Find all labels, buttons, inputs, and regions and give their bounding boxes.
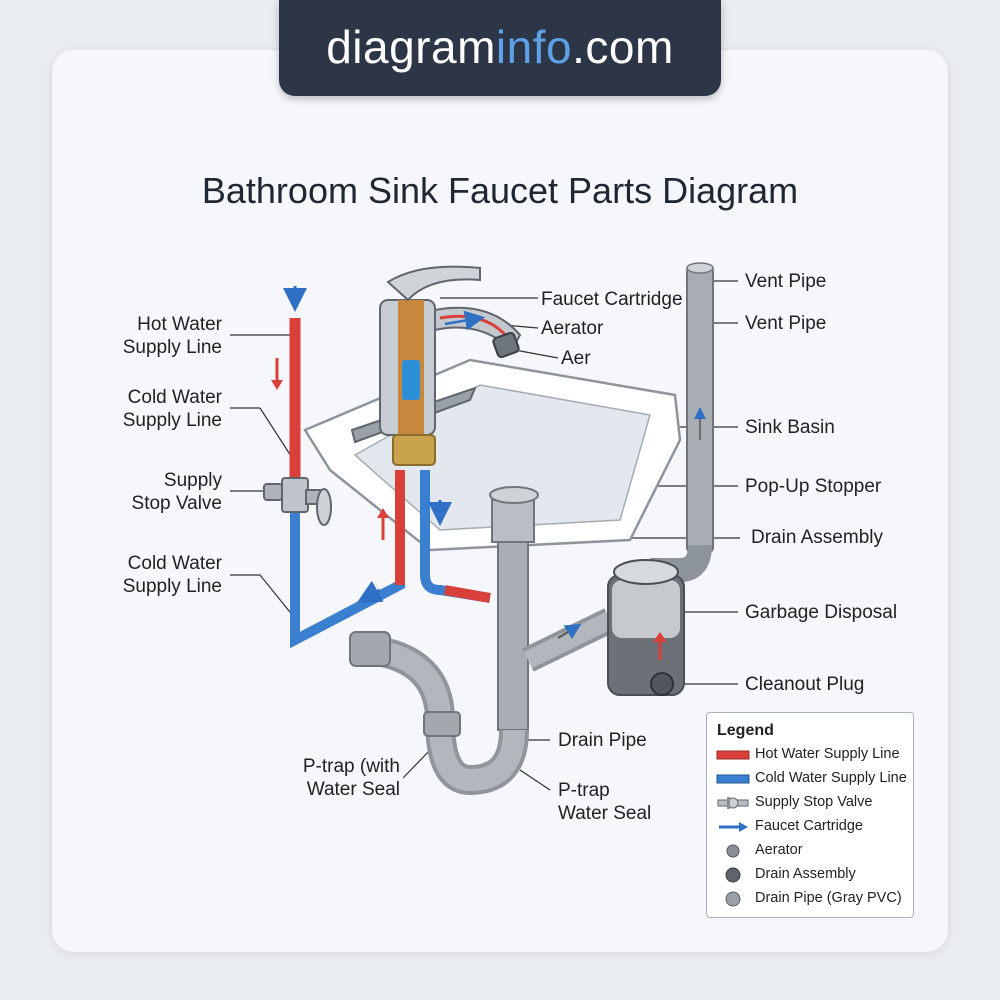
legend-item-label: Cold Water Supply Line — [755, 770, 907, 786]
gray-dot-icon — [726, 844, 740, 858]
legend-item-label: Aerator — [755, 842, 803, 858]
label-supply-stop-valve: Supply Stop Valve — [131, 470, 222, 514]
label-faucet-cartridge: Faucet Cartridge — [541, 289, 683, 310]
cold-supply-line-right — [420, 470, 491, 603]
label-cleanout-plug: Cleanout Plug — [745, 674, 865, 695]
label-drain-assembly: Drain Assembly — [751, 527, 883, 548]
valve-icon — [717, 797, 749, 809]
red-line-swatch-icon — [716, 750, 750, 760]
dark-dot-icon — [725, 867, 741, 883]
label-drain-pipe: Drain Pipe — [558, 730, 647, 751]
label-aerator: Aerator — [541, 318, 604, 339]
legend-item-label: Drain Pipe (Gray PVC) — [755, 890, 902, 906]
label-pop-up-stopper: Pop-Up Stopper — [745, 476, 882, 497]
vent-pipe — [686, 266, 714, 553]
page-title: Bathroom Sink Faucet Parts Diagram — [201, 170, 799, 211]
label-cold-water-supply-line-bottom: Cold Water Supply Line — [122, 553, 222, 597]
label-vent-pipe-top: Vent Pipe — [745, 271, 827, 292]
label-garbage-disposal: Garbage Disposal — [745, 602, 898, 623]
legend-item-label: Hot Water Supply Line — [755, 746, 900, 762]
label-aer: Aer — [561, 348, 591, 369]
cleanout-plug — [650, 672, 674, 696]
pop-up-stopper-cap — [489, 486, 539, 504]
garbage-disposal — [607, 559, 685, 696]
gray-dot-icon — [725, 891, 741, 907]
label-cold-water-supply-line-top: Cold Water Supply Line — [122, 387, 222, 431]
legend-item-label: Drain Assembly — [755, 866, 856, 882]
site-name-main: diagram — [326, 21, 496, 73]
site-banner[interactable]: diagraminfo.com — [279, 0, 721, 96]
blue-arrow-icon — [719, 822, 748, 832]
site-name-tld: .com — [572, 21, 674, 73]
legend-title: Legend — [717, 722, 774, 739]
blue-line-swatch-icon — [716, 774, 750, 784]
legend-item-label: Faucet Cartridge — [755, 818, 863, 834]
legend-item-label: Supply Stop Valve — [755, 794, 873, 810]
site-name-accent: info — [495, 21, 573, 73]
label-p-trap-water-seal: P-trap Water Seal — [558, 780, 652, 824]
label-p-trap-with-water-seal: P-trap (with Water Seal — [302, 756, 400, 800]
legend: Legend Hot Water Supply Line Cold Water … — [706, 712, 914, 918]
label-vent-pipe-second: Vent Pipe — [745, 313, 827, 334]
supply-stop-valve — [263, 477, 332, 526]
label-hot-water-supply-line: Hot Water Supply Line — [122, 314, 222, 358]
faucet-body — [350, 265, 522, 466]
label-sink-basin: Sink Basin — [745, 417, 835, 438]
